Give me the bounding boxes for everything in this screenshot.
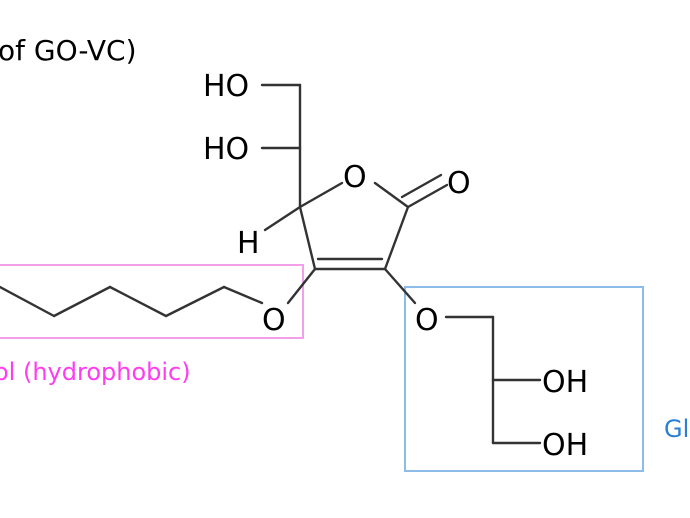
hydrogen-label: H xyxy=(237,226,260,261)
ho-mid-label: HO xyxy=(203,132,249,167)
ether-oxygen-left-label: O xyxy=(262,303,286,338)
oh-upper-label: OH xyxy=(542,365,588,400)
oh-lower-label: OH xyxy=(542,428,588,463)
hydrophobic-box xyxy=(0,264,304,339)
carbonyl-oxygen-label: O xyxy=(447,166,471,201)
glycerol-label: Gl xyxy=(664,415,689,443)
ho-top-label: HO xyxy=(203,69,249,104)
bond-lines xyxy=(0,83,542,445)
ether-oxygen-right-label: O xyxy=(415,303,439,338)
glycerol-box xyxy=(404,286,644,472)
ring-oxygen-label: O xyxy=(343,160,367,195)
hydrophobic-label: ol (hydrophobic) xyxy=(0,358,191,386)
caption-text: of GO-VC) xyxy=(0,34,137,67)
